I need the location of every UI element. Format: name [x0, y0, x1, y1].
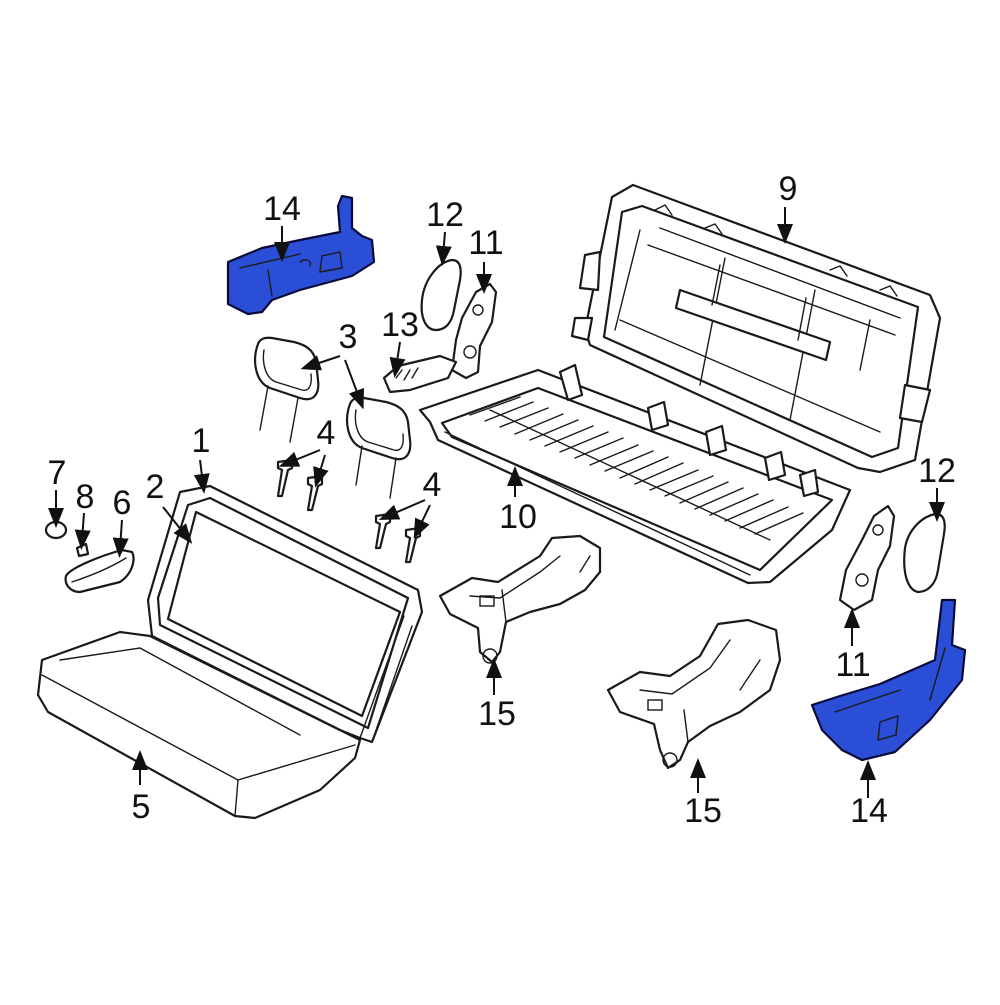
callout-10: 10 — [499, 498, 537, 536]
callout-12-right: 12 — [918, 452, 956, 490]
callout-4-right: 4 — [423, 466, 442, 504]
headrest-guide-right — [374, 512, 422, 564]
seat-cushion — [36, 630, 362, 820]
callout-12-left: 12 — [426, 196, 464, 234]
callout-1: 1 — [192, 422, 211, 460]
callout-3: 3 — [339, 318, 358, 356]
hinge-right — [838, 504, 896, 612]
callout-11-left: 11 — [468, 224, 503, 262]
hinge-left — [450, 282, 498, 380]
hinge-cover-right — [903, 512, 946, 594]
clip — [75, 542, 90, 558]
side-trim-panel-right — [810, 598, 967, 762]
callout-2: 2 — [146, 468, 165, 506]
callout-4-left: 4 — [317, 414, 336, 452]
seat-riser-right — [606, 618, 782, 770]
callout-13: 13 — [381, 306, 419, 344]
headrest-guide-left — [276, 458, 324, 512]
callout-15-left: 15 — [478, 695, 516, 733]
callout-5: 5 — [132, 788, 151, 826]
callout-15-right: 15 — [684, 792, 722, 830]
seat-back-assembly — [146, 484, 424, 744]
callout-11-right: 11 — [835, 646, 870, 684]
callout-7: 7 — [48, 454, 67, 492]
callout-6: 6 — [113, 484, 132, 522]
seat-riser-left — [438, 534, 602, 664]
seat-cushion-frame — [418, 363, 852, 585]
callout-14-right: 14 — [850, 792, 888, 830]
cap — [44, 520, 68, 540]
callout-9: 9 — [779, 170, 798, 208]
release-handle — [382, 354, 458, 394]
headrest-right — [346, 396, 412, 499]
armrest-seam — [71, 557, 127, 583]
headrest-left — [254, 336, 320, 443]
side-trim-panel-left — [226, 194, 376, 316]
callout-8: 8 — [76, 478, 95, 516]
callout-arrows — [48, 207, 945, 798]
callout-14-left: 14 — [263, 190, 301, 228]
hinge-cover-left — [420, 258, 462, 332]
seat-back-frame — [570, 183, 942, 474]
